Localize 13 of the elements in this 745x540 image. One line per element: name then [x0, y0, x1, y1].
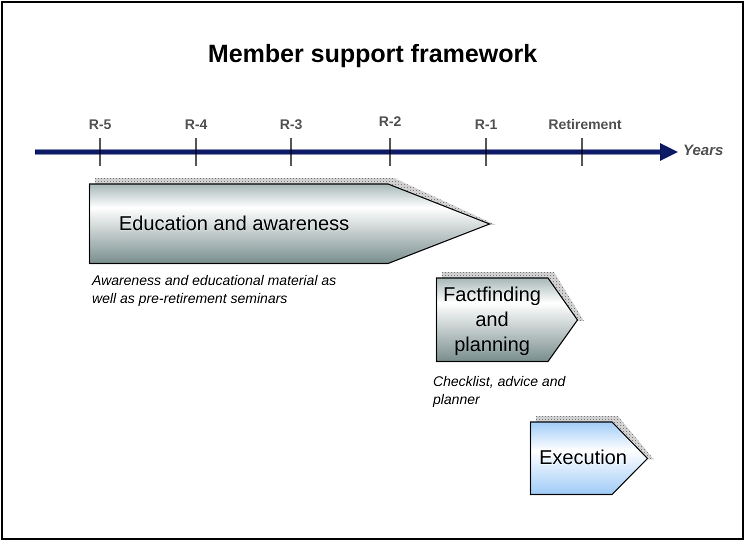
tick-label: R-4: [184, 116, 208, 132]
tick-label: R-3: [280, 116, 302, 132]
tick-label: R-1: [474, 116, 498, 132]
phase-label: Education and awareness: [118, 212, 350, 236]
phase-description: Awareness and educational material as well as pre-retirement seminars: [92, 271, 338, 307]
phase-label: Execution: [538, 446, 628, 471]
axis-label: Years: [683, 142, 724, 159]
tick-label: R-2: [378, 113, 402, 129]
tick-label: R-5: [88, 116, 112, 132]
phase-label: Factfinding and planning: [442, 282, 542, 358]
phase-description: Checklist, advice and planner: [433, 372, 567, 408]
tick-label: Retirement: [548, 116, 622, 132]
title: Member support framework: [206, 40, 538, 69]
